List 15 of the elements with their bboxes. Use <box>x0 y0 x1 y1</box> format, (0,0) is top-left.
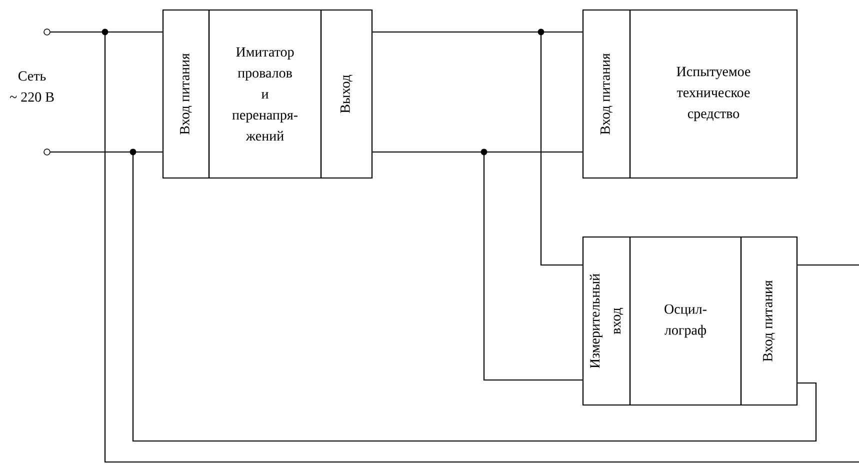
supply-label: ~ 220 В <box>10 92 54 102</box>
device-box: Имитатор провалов и перенапря- жений <box>208 9 322 179</box>
input-cell: Вход питания <box>162 9 210 179</box>
input-cell: Измерительный вход <box>582 236 631 406</box>
wire <box>372 151 582 381</box>
output-cell: Выход <box>320 9 373 179</box>
wire <box>50 151 817 442</box>
input-cell: Вход питания <box>740 236 798 406</box>
supply-label: Сеть <box>18 71 46 81</box>
device-box: Испытуемое техническое средство <box>629 9 798 179</box>
wire <box>372 31 582 266</box>
device-box: Осцил- лограф <box>629 236 742 406</box>
input-cell: Вход питания <box>582 9 631 179</box>
wire <box>50 31 859 463</box>
wire <box>798 264 859 266</box>
